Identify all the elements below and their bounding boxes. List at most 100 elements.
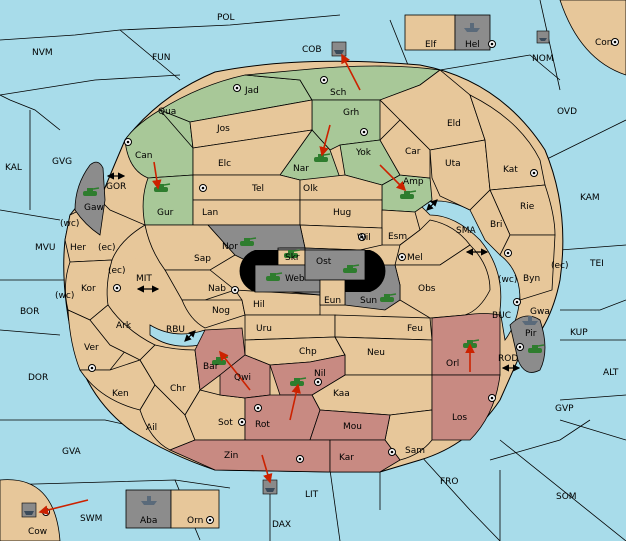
land-label-Wil: Wil — [357, 233, 371, 243]
sea-label-BUC: BUC — [492, 311, 511, 321]
region-Los[interactable] — [431, 374, 501, 441]
army-icon[interactable] — [400, 190, 417, 199]
land-label-Con: Con — [595, 38, 613, 48]
land-label-Skr: Skr — [285, 253, 300, 263]
land-label-Nog: Nog — [212, 306, 230, 316]
land-label-Qwi: Qwi — [234, 373, 251, 383]
region-Byn[interactable] — [499, 234, 556, 301]
land-label-Lan: Lan — [202, 208, 218, 218]
army-icon[interactable] — [284, 249, 301, 258]
sea-label-RBU: RBU — [166, 325, 185, 335]
sea-label-POL: POL — [217, 13, 235, 23]
region-Elf[interactable] — [404, 14, 456, 51]
region-Gaw[interactable] — [74, 161, 106, 236]
land-label-Sam: Sam — [405, 446, 425, 456]
coast-label-Her-wc: (wc) — [60, 219, 79, 229]
region-Olk[interactable] — [299, 174, 383, 201]
region-Pir[interactable] — [509, 315, 546, 373]
land-label-Orn: Orn — [187, 516, 203, 526]
supply-center-icon — [530, 169, 538, 177]
land-label-Yok: Yok — [355, 148, 372, 158]
land-label-Gwa: Gwa — [530, 307, 550, 317]
region-Tel[interactable] — [192, 174, 301, 201]
supply-center-icon — [88, 364, 96, 372]
land-label-Los: Los — [452, 413, 467, 423]
move-arrow-icon — [341, 53, 361, 91]
land-label-Mel: Mel — [407, 253, 423, 263]
sea-label-MIT: MIT — [136, 274, 152, 284]
supply-center-icon — [238, 418, 246, 426]
land-label-Elc: Elc — [218, 159, 231, 169]
sea-label-GVG: GVG — [52, 157, 72, 167]
land-label-Ark: Ark — [116, 321, 132, 331]
move-arrow-icon — [289, 383, 301, 421]
sea-label-KAM: KAM — [580, 193, 600, 203]
red-power-regions — [168, 313, 501, 473]
land-label-Hel: Hel — [465, 40, 480, 50]
land-label-Uta: Uta — [445, 159, 461, 169]
move-arrow-icon — [379, 164, 407, 192]
sea-label-SMA: SMA — [456, 226, 476, 236]
region-Nab[interactable] — [164, 269, 236, 301]
land-label-Can: Can — [135, 151, 153, 161]
land-label-Esm: Esm — [388, 232, 407, 242]
supply-center-icon — [199, 184, 207, 192]
fleet-icon[interactable] — [331, 41, 347, 57]
move-arrow-icon — [319, 124, 331, 157]
army-icon[interactable] — [343, 264, 360, 273]
land-label-Orl: Orl — [446, 359, 459, 369]
land-label-Ost: Ost — [316, 257, 332, 267]
region-Rot[interactable] — [244, 394, 321, 441]
supply-center-icon — [320, 76, 328, 84]
sea-label-FUN: FUN — [152, 53, 171, 63]
fleet-icon[interactable] — [262, 479, 278, 495]
land-label-Sap: Sap — [194, 254, 211, 264]
sea-label-ALT: ALT — [603, 368, 619, 378]
sea-label-GVP: GVP — [555, 404, 574, 414]
land-label-Zin: Zin — [224, 451, 238, 461]
supply-center-icon — [504, 249, 512, 257]
supply-center-icon — [113, 284, 121, 292]
move-arrow-icon — [261, 454, 273, 484]
double-arrow-icon — [426, 199, 438, 211]
fleet-icon[interactable] — [522, 316, 538, 325]
supply-center-icon — [388, 448, 396, 456]
land-label-Nor: Nor — [222, 242, 238, 252]
land-label-Gur: Gur — [157, 208, 174, 218]
supply-center-icon — [488, 394, 496, 402]
coast-label-Kor-wc: (wc) — [55, 291, 74, 301]
land-label-Nab: Nab — [208, 284, 226, 294]
land-label-Rot: Rot — [255, 420, 270, 430]
supply-center-icon — [488, 40, 496, 48]
region-Eun-inner[interactable] — [319, 279, 346, 306]
land-interior — [64, 69, 556, 461]
land-label-Eld: Eld — [447, 119, 461, 129]
supply-center-icon — [233, 84, 241, 92]
region-Kar[interactable] — [329, 439, 401, 473]
army-icon[interactable] — [240, 237, 257, 246]
supply-center-icon — [314, 378, 322, 386]
sea-label-SWM: SWM — [80, 514, 102, 524]
region-Car[interactable] — [379, 119, 431, 179]
fleet-icon[interactable] — [536, 30, 550, 44]
fleet-icon[interactable] — [464, 23, 480, 32]
region-Sap[interactable] — [144, 224, 236, 271]
land-label-Rie: Rie — [520, 202, 535, 212]
army-icon[interactable] — [266, 272, 283, 281]
sea-label-GVA: GVA — [62, 447, 82, 457]
army-icon[interactable] — [528, 344, 545, 353]
army-icon[interactable] — [83, 187, 100, 196]
region-Kat[interactable] — [469, 94, 546, 191]
land-label-Cow: Cow — [28, 527, 47, 537]
sea-label-NOM: NOM — [532, 54, 554, 64]
fleet-icon[interactable] — [141, 496, 157, 505]
land-label-Neu: Neu — [367, 348, 385, 358]
army-icon[interactable] — [380, 293, 397, 302]
land-label-Nar: Nar — [293, 164, 309, 174]
land-label-Sot: Sot — [218, 418, 233, 428]
land-label-Hil: Hil — [253, 300, 265, 310]
region-Hel[interactable] — [454, 14, 491, 51]
fleet-icon[interactable] — [21, 502, 37, 518]
land-label-Bri: Bri — [490, 220, 502, 230]
land-label-Kat: Kat — [503, 165, 518, 175]
